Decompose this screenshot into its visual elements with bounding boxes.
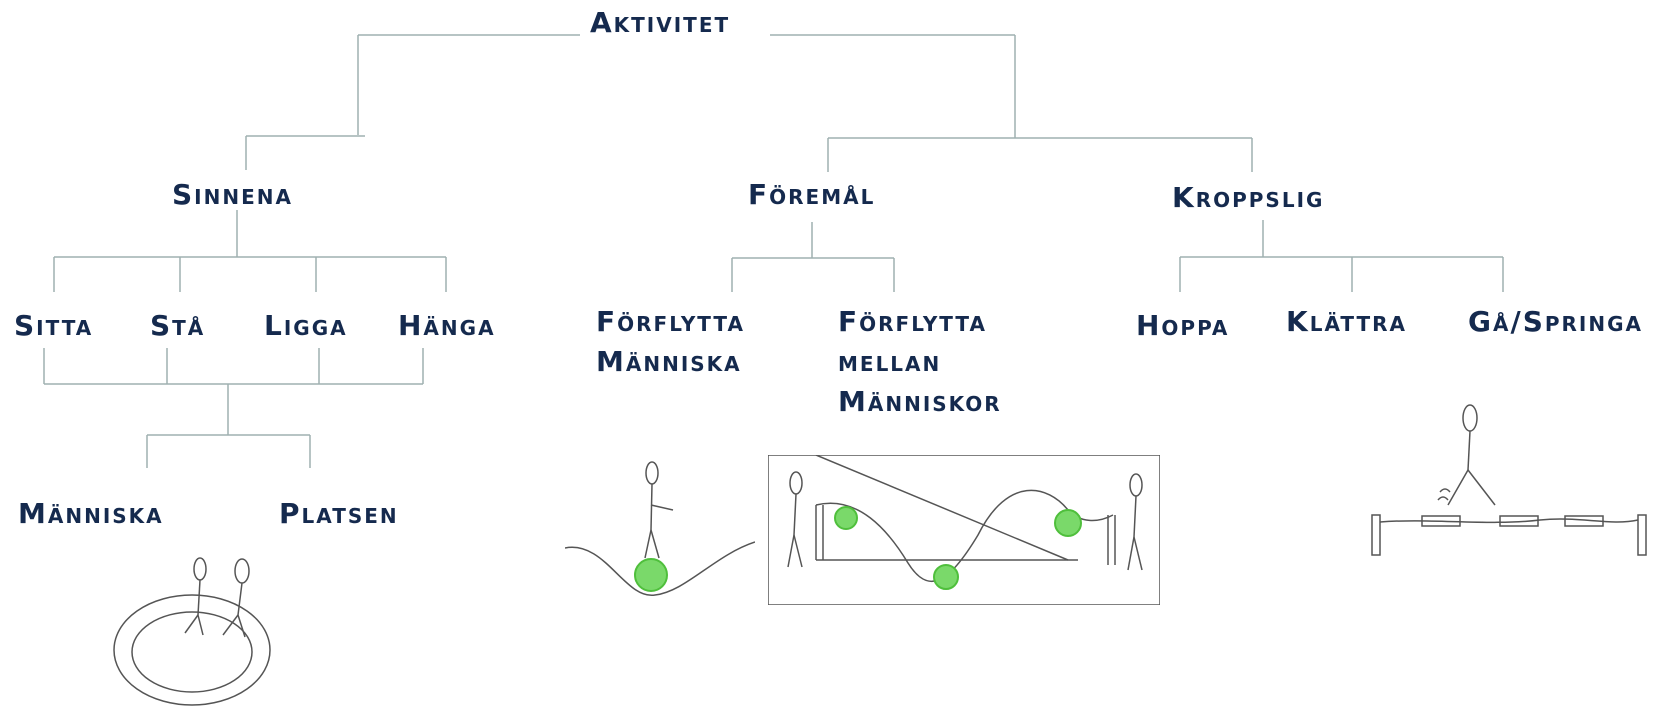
node-sta: Stå [150, 309, 206, 342]
node-forflytta-manniska: Förflytta Människa [596, 305, 745, 378]
node-ligga: Ligga [264, 309, 348, 342]
root-node: Aktivitet [590, 6, 731, 39]
balance-rope-sketch-icon [1371, 404, 1647, 556]
node-kroppslig: Kroppslig [1172, 181, 1325, 214]
node-foremal: Föremål [748, 178, 876, 211]
sitting-ring-sketch-icon [113, 557, 271, 706]
node-sitta: Sitta [14, 309, 94, 342]
node-forflytta-mellan-manniskor: Förflytta mellan Människor [838, 305, 1002, 418]
ball-track-sketch-icon [768, 455, 1160, 605]
node-manniska: Människa [18, 497, 164, 530]
node-klattra: Klättra [1286, 305, 1407, 338]
node-ga-springa: Gå/Springa [1468, 305, 1643, 338]
rolling-ball-sketch-icon [565, 461, 755, 596]
node-sinnena: Sinnena [172, 178, 293, 211]
node-platsen: Platsen [279, 497, 399, 530]
node-hanga: Hänga [398, 309, 496, 342]
node-hoppa: Hoppa [1136, 309, 1230, 342]
